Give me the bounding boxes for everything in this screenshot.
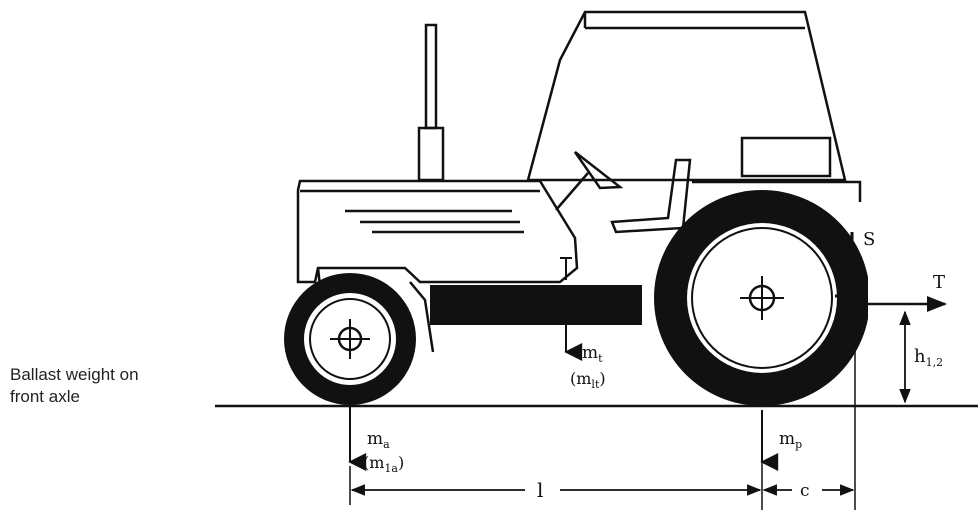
label-t: T [933,272,945,293]
label-m-p: mp [779,429,802,451]
seat [610,158,692,234]
rear-fender [692,180,862,202]
cog-marker [560,257,572,280]
label-l: l [537,478,543,502]
exhaust-pipe [417,23,445,182]
label-c: c [800,481,810,501]
front-wheel [284,273,416,405]
label-h: h1,2 [914,346,943,369]
chassis-beam [430,285,642,325]
label-m-t: mt [582,343,603,365]
cab [526,10,847,182]
rear-wheel [654,190,892,406]
front-mudguard [409,281,435,353]
steering-wheel [555,151,624,211]
label-m-a: ma [367,429,390,451]
ballast-caption: Ballast weight on front axle [10,364,210,408]
label-s: S [863,229,875,250]
ballast-caption-line1: Ballast weight on [10,365,139,384]
label-m-1a: (m1a) [363,453,404,475]
ballast-caption-line2: front axle [10,387,80,406]
label-m-lt: (mlt) [570,369,606,391]
engine-hood [296,179,579,287]
